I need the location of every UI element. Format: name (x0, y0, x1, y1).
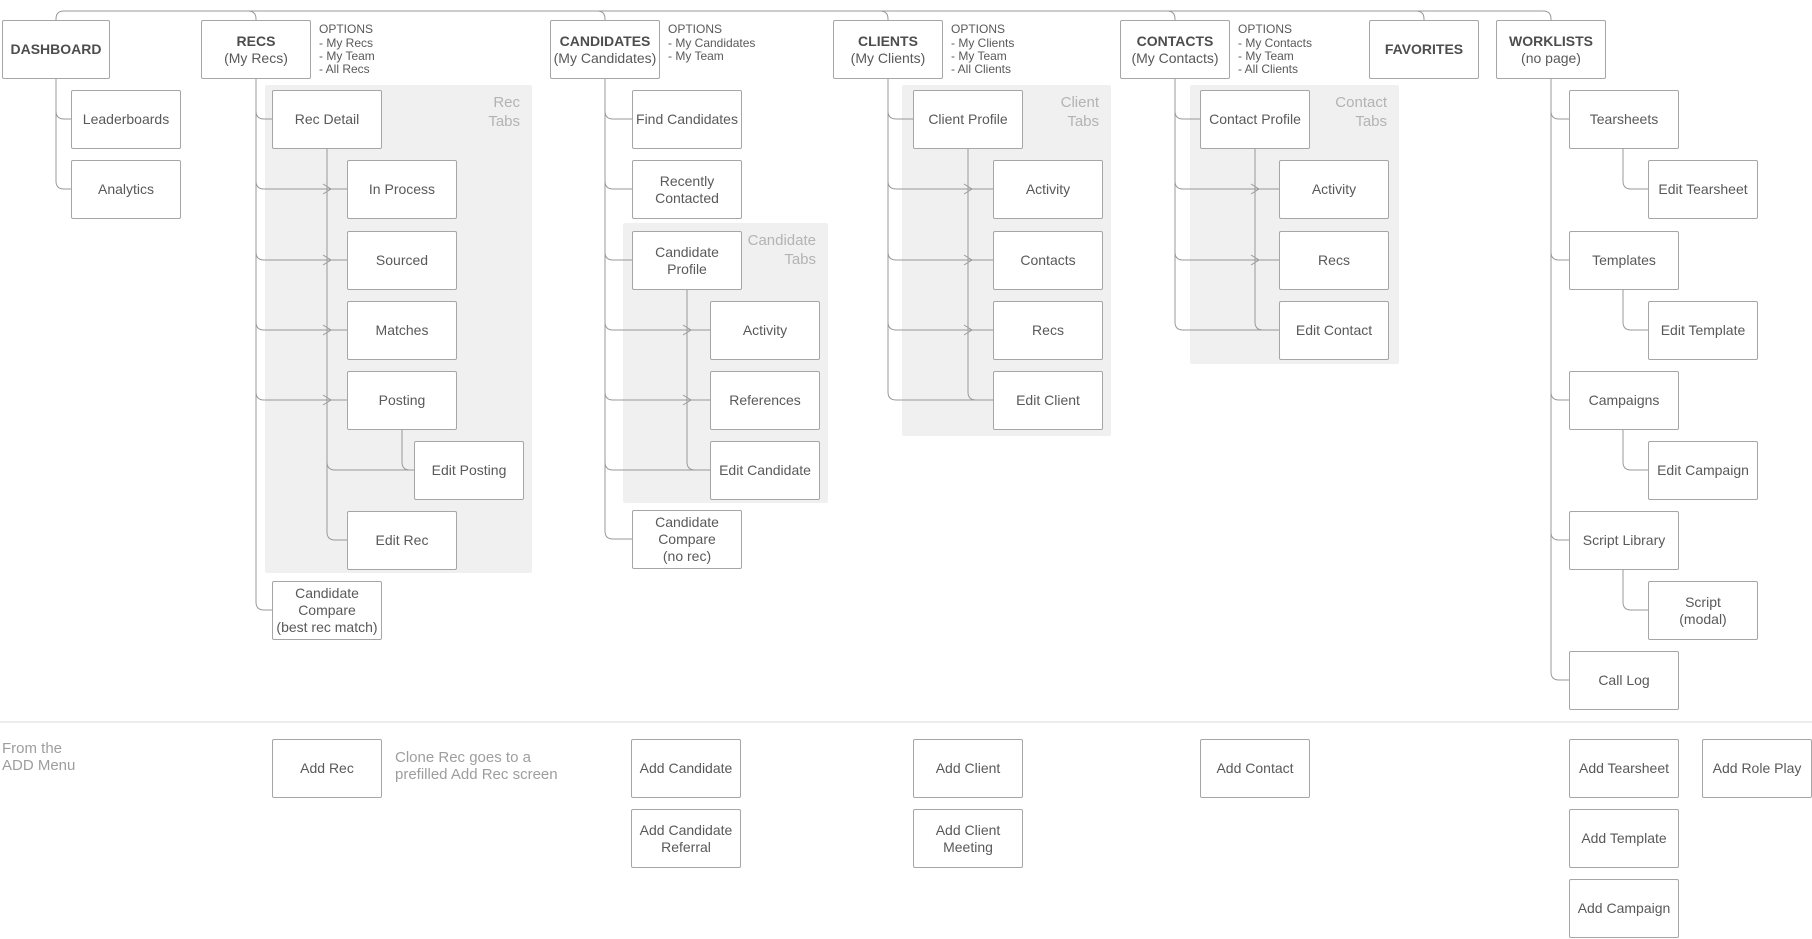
node-analytics: Analytics (71, 160, 181, 219)
node-client-activity: Activity (993, 160, 1103, 219)
node-recs-title: RECS (236, 32, 276, 49)
node-client-recs: Recs (993, 301, 1103, 360)
node-references: References (710, 371, 820, 430)
recs-option: - My Recs (319, 36, 373, 50)
node-client-profile: Client Profile (913, 90, 1023, 149)
rec-tabs-panel-label: Rec Tabs (488, 94, 520, 130)
node-templates: Templates (1569, 231, 1679, 290)
node-add-campaign: Add Campaign (1569, 879, 1679, 938)
clone-rec-note: Clone Rec goes to a prefilled Add Rec sc… (395, 749, 558, 783)
node-contact-activity: Activity (1279, 160, 1389, 219)
node-candidate-compare-no-rec: Candidate Compare (no rec) (632, 510, 742, 569)
candidate-tabs-panel-label: Candidate Tabs (747, 232, 816, 268)
clients-option: - My Team (951, 49, 1007, 63)
node-recs: RECS (My Recs) (201, 20, 311, 79)
contacts-option: - My Contacts (1238, 36, 1313, 50)
node-add-contact: Add Contact (1200, 739, 1310, 798)
recs-option: - My Team (319, 49, 375, 63)
node-contacts: CONTACTS (My Contacts) (1120, 20, 1230, 79)
node-candidates: CANDIDATES (My Candidates) (550, 20, 660, 79)
node-leaderboards: Leaderboards (71, 90, 181, 149)
contact-tabs-panel-label: Contact Tabs (1335, 94, 1387, 130)
node-edit-rec: Edit Rec (347, 511, 457, 570)
node-clients-title: CLIENTS (858, 32, 918, 49)
node-favorites: FAVORITES (1369, 20, 1479, 79)
node-add-tearsheet: Add Tearsheet (1569, 739, 1679, 798)
node-add-client: Add Client (913, 739, 1023, 798)
add-menu-heading: From the ADD Menu (2, 740, 76, 774)
node-campaigns: Campaigns (1569, 371, 1679, 430)
node-edit-client: Edit Client (993, 371, 1103, 430)
node-contacts-subtitle: (My Contacts) (1131, 49, 1219, 66)
recs-options-heading: OPTIONS (319, 22, 374, 36)
node-worklists-title: WORKLISTS (1509, 32, 1593, 49)
candidates-options: OPTIONS - My Candidates - My Team (668, 23, 755, 63)
node-candidates-subtitle: (My Candidates) (553, 49, 657, 66)
candidates-option: - My Candidates (668, 36, 756, 50)
node-edit-tearsheet: Edit Tearsheet (1648, 160, 1758, 219)
clients-option: - My Clients (951, 36, 1015, 50)
node-dashboard-title: DASHBOARD (10, 41, 102, 57)
node-add-candidate: Add Candidate (631, 739, 741, 798)
node-contacts-title: CONTACTS (1136, 32, 1214, 49)
node-in-process: In Process (347, 160, 457, 219)
node-posting: Posting (347, 371, 457, 430)
node-candidate-activity: Activity (710, 301, 820, 360)
node-add-candidate-referral: Add Candidate Referral (631, 809, 741, 868)
contacts-options: OPTIONS - My Contacts - My Team - All Cl… (1238, 23, 1312, 76)
node-clients-subtitle: (My Clients) (850, 49, 926, 66)
node-client-contacts: Contacts (993, 231, 1103, 290)
node-add-rec: Add Rec (272, 739, 382, 798)
node-contact-profile: Contact Profile (1200, 90, 1310, 149)
node-candidate-compare-best-rec: Candidate Compare (best rec match) (272, 581, 382, 640)
node-edit-contact: Edit Contact (1279, 301, 1389, 360)
recs-option: - All Recs (319, 62, 370, 76)
clients-options-heading: OPTIONS (951, 22, 1006, 36)
node-worklists: WORKLISTS (no page) (1496, 20, 1606, 79)
node-add-template: Add Template (1569, 809, 1679, 868)
node-edit-campaign: Edit Campaign (1648, 441, 1758, 500)
node-candidate-profile: Candidate Profile (632, 231, 742, 290)
node-dashboard: DASHBOARD (2, 20, 110, 79)
node-add-client-meeting: Add Client Meeting (913, 809, 1023, 868)
node-call-log: Call Log (1569, 651, 1679, 710)
node-script-modal: Script (modal) (1648, 581, 1758, 640)
recs-options: OPTIONS - My Recs - My Team - All Recs (319, 23, 375, 76)
node-script-library: Script Library (1569, 511, 1679, 570)
node-contact-recs: Recs (1279, 231, 1389, 290)
node-add-role-play: Add Role Play (1702, 739, 1812, 798)
node-find-candidates: Find Candidates (632, 90, 742, 149)
node-matches: Matches (347, 301, 457, 360)
contacts-option: - All Clients (1238, 62, 1299, 76)
node-worklists-subtitle: (no page) (1521, 49, 1581, 66)
node-candidates-title: CANDIDATES (559, 32, 651, 49)
node-edit-candidate: Edit Candidate (710, 441, 820, 500)
node-edit-template: Edit Template (1648, 301, 1758, 360)
clients-option: - All Clients (951, 62, 1012, 76)
node-sourced: Sourced (347, 231, 457, 290)
node-clients: CLIENTS (My Clients) (833, 20, 943, 79)
contacts-option: - My Team (1238, 49, 1294, 63)
clients-options: OPTIONS - My Clients - My Team - All Cli… (951, 23, 1014, 76)
contacts-options-heading: OPTIONS (1238, 22, 1293, 36)
node-recs-subtitle: (My Recs) (224, 49, 288, 66)
candidates-option: - My Team (668, 49, 724, 63)
client-tabs-panel-label: Client Tabs (1060, 94, 1099, 130)
node-tearsheets: Tearsheets (1569, 90, 1679, 149)
node-favorites-title: FAVORITES (1384, 41, 1464, 57)
node-recently-contacted: Recently Contacted (632, 160, 742, 219)
node-edit-posting: Edit Posting (414, 441, 524, 500)
node-rec-detail: Rec Detail (272, 90, 382, 149)
candidates-options-heading: OPTIONS (668, 22, 723, 36)
